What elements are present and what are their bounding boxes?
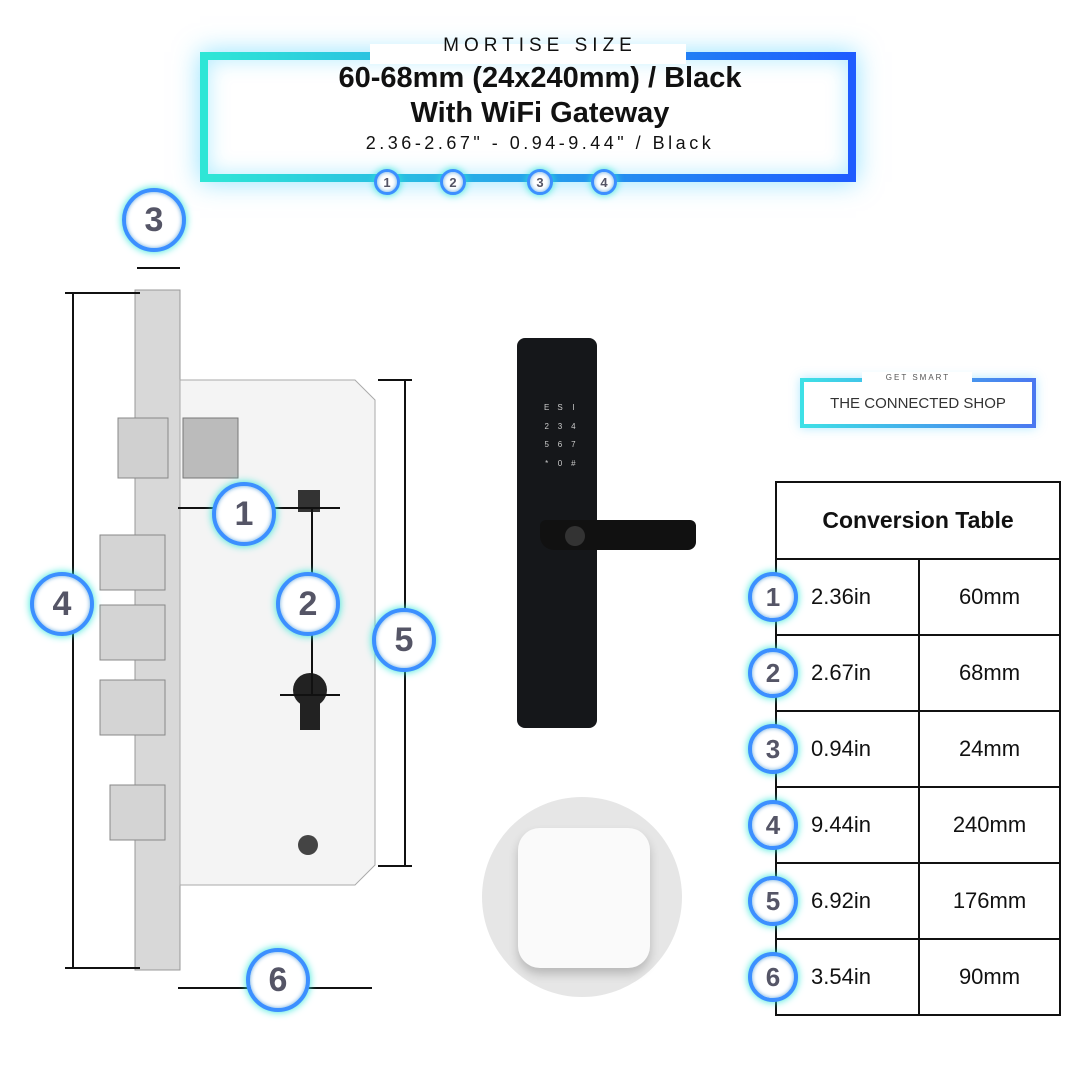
row-badge-1: 1 [748,572,798,622]
fingerprint-sensor [565,526,585,546]
logo-name: THE CONNECTED SHOP [830,395,1006,412]
row-badge-6: 6 [748,952,798,1002]
callout-1: 1 [212,482,276,546]
wifi-gateway-image [518,828,650,968]
callout-5: 5 [372,608,436,672]
logo-tagline: GET SMART [885,373,951,382]
callout-3: 3 [122,188,186,252]
callout-4: 4 [30,572,94,636]
step-3: 3 [527,169,553,195]
eyebrow: MORTISE SIZE [443,35,637,56]
step-4: 4 [591,169,617,195]
row-badge-3: 3 [748,724,798,774]
title-line2: With WiFi Gateway [410,97,670,129]
callout-2: 2 [276,572,340,636]
title-line1: 60-68mm (24x240mm) / Black [338,62,742,94]
subtitle: 2.36-2.67" - 0.94-9.44" / Black [365,133,715,153]
lock-handle [540,520,696,550]
row-badge-4: 4 [748,800,798,850]
mortise-lock-diagram [65,267,412,989]
table-title: Conversion Table [775,481,1061,560]
row-badge-2: 2 [748,648,798,698]
callout-6: 6 [246,948,310,1012]
step-1: 1 [374,169,400,195]
row-badge-5: 5 [748,876,798,926]
step-2: 2 [440,169,466,195]
